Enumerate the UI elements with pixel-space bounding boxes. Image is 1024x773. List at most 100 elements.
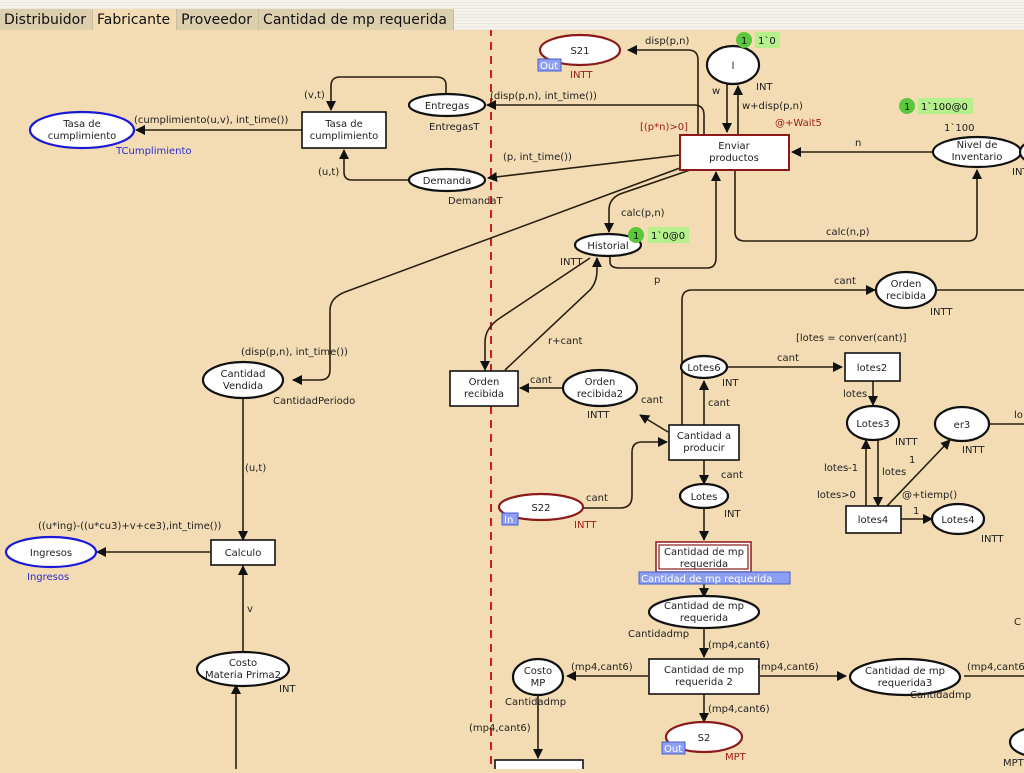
port-tag-in-s22 [501, 512, 519, 526]
token-count-l[interactable] [736, 32, 752, 48]
arc-producir-orden2[interactable] [639, 414, 669, 433]
transition-calculo[interactable] [210, 539, 276, 566]
place-costo-mp[interactable] [511, 657, 565, 697]
arc-entregas-tasa[interactable] [326, 76, 447, 111]
place-historial[interactable] [573, 232, 643, 258]
arc-label-ingreso-expr: ((u*ing)-((u*cu3)+v+ce3),int_time()) [38, 521, 222, 532]
place-costo2-name1: Costo [229, 658, 257, 669]
type-entregas: EntregasT [429, 122, 480, 133]
arc-label-w-disp: w+disp(p,n) [742, 101, 803, 112]
place-lotes6-name: Lotes6 [687, 363, 720, 374]
transition-partial-bottom[interactable] [494, 759, 584, 773]
place-cantidad-mp-requerida[interactable] [647, 594, 761, 630]
arc-producir-ordenrecibida[interactable] [681, 285, 876, 425]
transition-subpage-cantidad-mp[interactable] [655, 541, 752, 573]
place-ingresos[interactable] [4, 535, 98, 569]
arc-enviar-historial[interactable] [604, 169, 691, 233]
place-orden-recibida2[interactable] [561, 368, 639, 408]
place-lotes[interactable] [678, 482, 730, 510]
transition-lotes2[interactable] [844, 352, 901, 382]
transition-enviar-name2: productos [709, 153, 759, 164]
place-demanda[interactable] [407, 167, 487, 193]
subpage-tag[interactable] [638, 571, 791, 585]
place-cantidad-mp-requerida3[interactable] [848, 657, 962, 697]
transition-lotes4[interactable] [845, 505, 902, 534]
place-s21[interactable] [538, 33, 622, 67]
token-count-historial[interactable] [628, 227, 644, 243]
place-costo-materia-prima2[interactable] [195, 650, 291, 688]
place-s22[interactable] [497, 492, 585, 522]
transition-enviar-productos[interactable] [679, 134, 790, 171]
arc-label-calc-pn: calc(p,n) [621, 208, 665, 219]
type-ingresos: Ingresos [27, 572, 69, 583]
arc-label-disp-s21: disp(p,n) [645, 36, 689, 47]
arc-historial-enviar[interactable] [609, 171, 721, 269]
transition-orden-name1: Orden [469, 377, 500, 388]
transition-tasa-cumplimiento[interactable] [301, 111, 387, 149]
type-lotes4: INTT [981, 534, 1004, 545]
arc-label-vt: (v,t) [304, 90, 325, 101]
transition-calculo-name: Calculo [225, 548, 262, 559]
arc-label-one-er3: 1 [909, 455, 915, 466]
marking-l [755, 32, 780, 48]
token-count-nivel-text: 1 [904, 102, 910, 113]
place-l-name: l [732, 61, 735, 72]
place-lotes6[interactable] [679, 354, 729, 380]
place-orden-recibida2-name2: recibida2 [577, 389, 623, 400]
type-cmp-place: Cantidadmp [628, 629, 689, 640]
place-partial-right[interactable] [1008, 727, 1024, 757]
arc-label-cant-lotes6: cant [708, 398, 730, 409]
place-cantidad-vendida[interactable] [201, 360, 285, 400]
place-l[interactable] [705, 44, 761, 86]
arc-label-mp4-2: (mp4,cant6) [571, 662, 633, 673]
type-demanda: DemandaT [448, 196, 504, 207]
place-lotes-name: Lotes [691, 492, 718, 503]
transition-tasa-name1: Tasa de [324, 119, 363, 130]
arc-label-lotes-lotes4: lotes [882, 467, 906, 478]
arc-demanda-tasa[interactable] [339, 149, 410, 181]
place-er3-name: er3 [954, 420, 971, 431]
transition-orden-recibida[interactable] [449, 370, 519, 407]
arc-lotes4-er3[interactable] [886, 439, 951, 507]
port-tag-out-s21 [537, 58, 562, 72]
tab-fabricante[interactable]: Fabricante [92, 9, 178, 30]
place-orden-recibida[interactable] [874, 270, 938, 310]
tab-proveedor[interactable]: Proveedor [177, 9, 260, 30]
place-costomp-name2: MP [531, 678, 546, 689]
transition-cantidad-mp-requerida2[interactable] [648, 658, 760, 695]
arc-enviar-entregas[interactable] [486, 100, 705, 135]
arc-enviar-demanda[interactable] [487, 154, 681, 182]
transition-cantidad-a-producir[interactable] [668, 424, 740, 461]
place-cmp3-name2: requerida3 [878, 678, 933, 689]
arc-orden-historial[interactable] [504, 257, 602, 371]
guard-lotes4: lotes>0 [817, 490, 856, 501]
arc-enviar-nivel[interactable] [734, 169, 982, 242]
token-count-nivel[interactable] [899, 98, 915, 114]
transition-orden-name2: recibida [464, 389, 504, 400]
place-lotes3-name: Lotes3 [856, 419, 889, 430]
place-lotes3[interactable] [845, 404, 901, 442]
arc-enviar-s21[interactable] [627, 45, 699, 135]
arc-label-one-lotes4: 1 [913, 506, 919, 517]
type-er3: INTT [962, 445, 985, 456]
arc-label-ut: (u,t) [318, 167, 339, 178]
type-costomp: Cantidadmp [505, 697, 566, 708]
arc-enviar-cantidad-vendida[interactable] [292, 167, 681, 385]
place-lotes4[interactable] [930, 502, 986, 536]
arc-label-partial-lo: lo [1014, 410, 1023, 421]
place-tasa-cumplimiento[interactable] [28, 110, 136, 150]
place-lotes4-name: Lotes4 [941, 515, 974, 526]
tab-distribuidor[interactable]: Distribuidor [0, 9, 93, 30]
arc-label-mp4-5: (mp4,cant6) [708, 704, 770, 715]
place-entregas[interactable] [407, 92, 487, 118]
place-partial-right-top [1018, 143, 1024, 161]
tab-cantidad-mp-requerida[interactable]: Cantidad de mp requerida [259, 9, 454, 30]
arc-label-v: v [247, 604, 253, 615]
arc-historial-orden[interactable] [480, 257, 591, 371]
arc-label-mp4-4: (mp4,cant6) [967, 662, 1024, 673]
transition-tasa-name2: cumplimiento [310, 131, 379, 142]
place-nivel-name1: Nivel de [957, 140, 998, 151]
place-er3[interactable] [933, 405, 991, 443]
arc-s22-producir[interactable] [583, 437, 668, 509]
